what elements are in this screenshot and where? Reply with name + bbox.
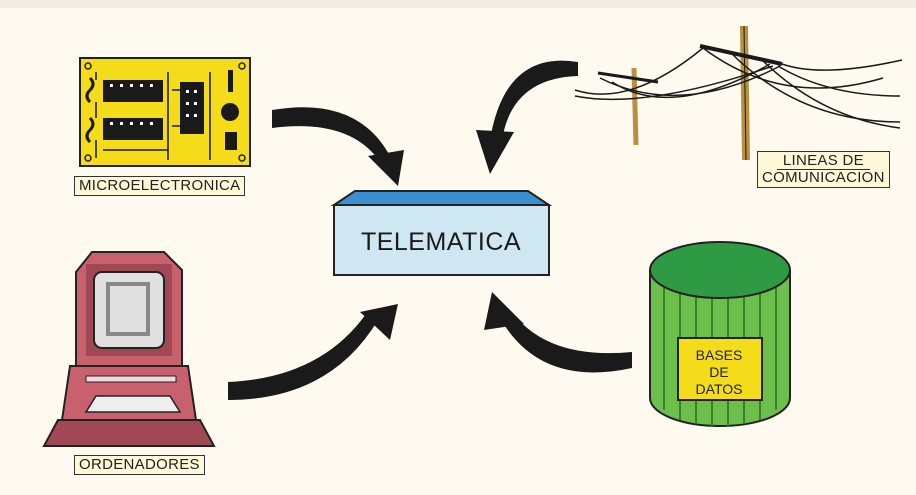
top-margin-strip xyxy=(0,0,916,8)
arrow-from-micro xyxy=(272,107,404,186)
label-microelectronica: MICROELECTRONICA xyxy=(74,176,246,196)
label-bases-line2: DE xyxy=(709,364,729,380)
arrow-from-ordenadores xyxy=(228,304,398,400)
power-lines-icon xyxy=(574,25,903,161)
circuit-board-icon xyxy=(79,57,251,167)
label-lineas-de-comunicacion: LINEAS DE COMUNICACION xyxy=(757,151,890,188)
arrow-from-lineas xyxy=(476,60,578,174)
label-bases-de-datos: BASES DE DATOS xyxy=(677,347,761,398)
database-cylinder-icon xyxy=(649,241,791,427)
telematica-hub xyxy=(330,190,553,276)
label-ordenadores: ORDENADORES xyxy=(74,455,205,475)
label-bases-line3: DATOS xyxy=(695,381,743,397)
arrow-from-bases xyxy=(484,292,632,373)
label-lineas-line2: COMUNICACION xyxy=(762,169,885,186)
computer-icon xyxy=(42,251,216,447)
label-lineas-line1: LINEAS DE xyxy=(776,153,870,170)
hub-label: TELEMATICA xyxy=(360,228,522,256)
label-bases-line1: BASES xyxy=(695,347,743,363)
